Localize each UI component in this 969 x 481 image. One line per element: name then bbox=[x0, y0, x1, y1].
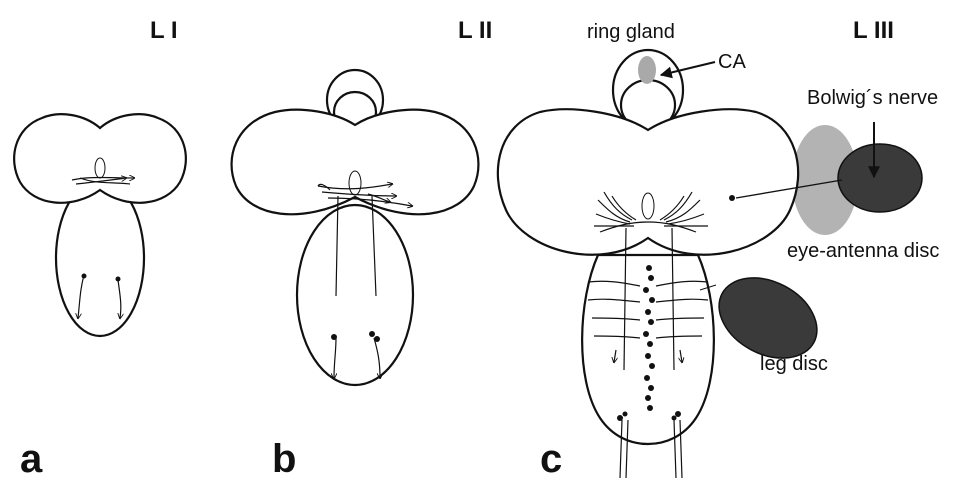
label-leg-disc: leg disc bbox=[760, 353, 828, 375]
panel-c-larval-stage-3: L III ring gland CA Bolwig´s nerve eye-a… bbox=[498, 17, 939, 481]
panel-b-larval-stage-2: L II b bbox=[232, 17, 493, 481]
panel-a-larval-stage-1: L I a bbox=[14, 17, 186, 481]
bolwig-neuron-cluster bbox=[729, 195, 735, 201]
panel-letter-a: a bbox=[20, 437, 43, 481]
brain-hemispheres-c bbox=[498, 109, 798, 254]
stage-title-l3: L III bbox=[853, 17, 894, 44]
label-bolwigs-nerve: Bolwig´s nerve bbox=[807, 87, 938, 109]
stage-title-l1: L I bbox=[150, 17, 178, 44]
label-eye-antenna-disc: eye-antenna disc bbox=[787, 240, 939, 262]
antenna-disc-dark bbox=[838, 144, 922, 212]
label-ring-gland: ring gland bbox=[587, 21, 675, 43]
ventral-ganglion-b bbox=[297, 205, 413, 385]
panel-letter-b: b bbox=[272, 437, 296, 481]
ventral-ganglion-c bbox=[582, 255, 714, 444]
corpus-allatum bbox=[638, 56, 656, 84]
panel-letter-c: c bbox=[540, 437, 562, 481]
stage-title-l2: L II bbox=[458, 17, 492, 44]
label-ca: CA bbox=[718, 51, 746, 73]
